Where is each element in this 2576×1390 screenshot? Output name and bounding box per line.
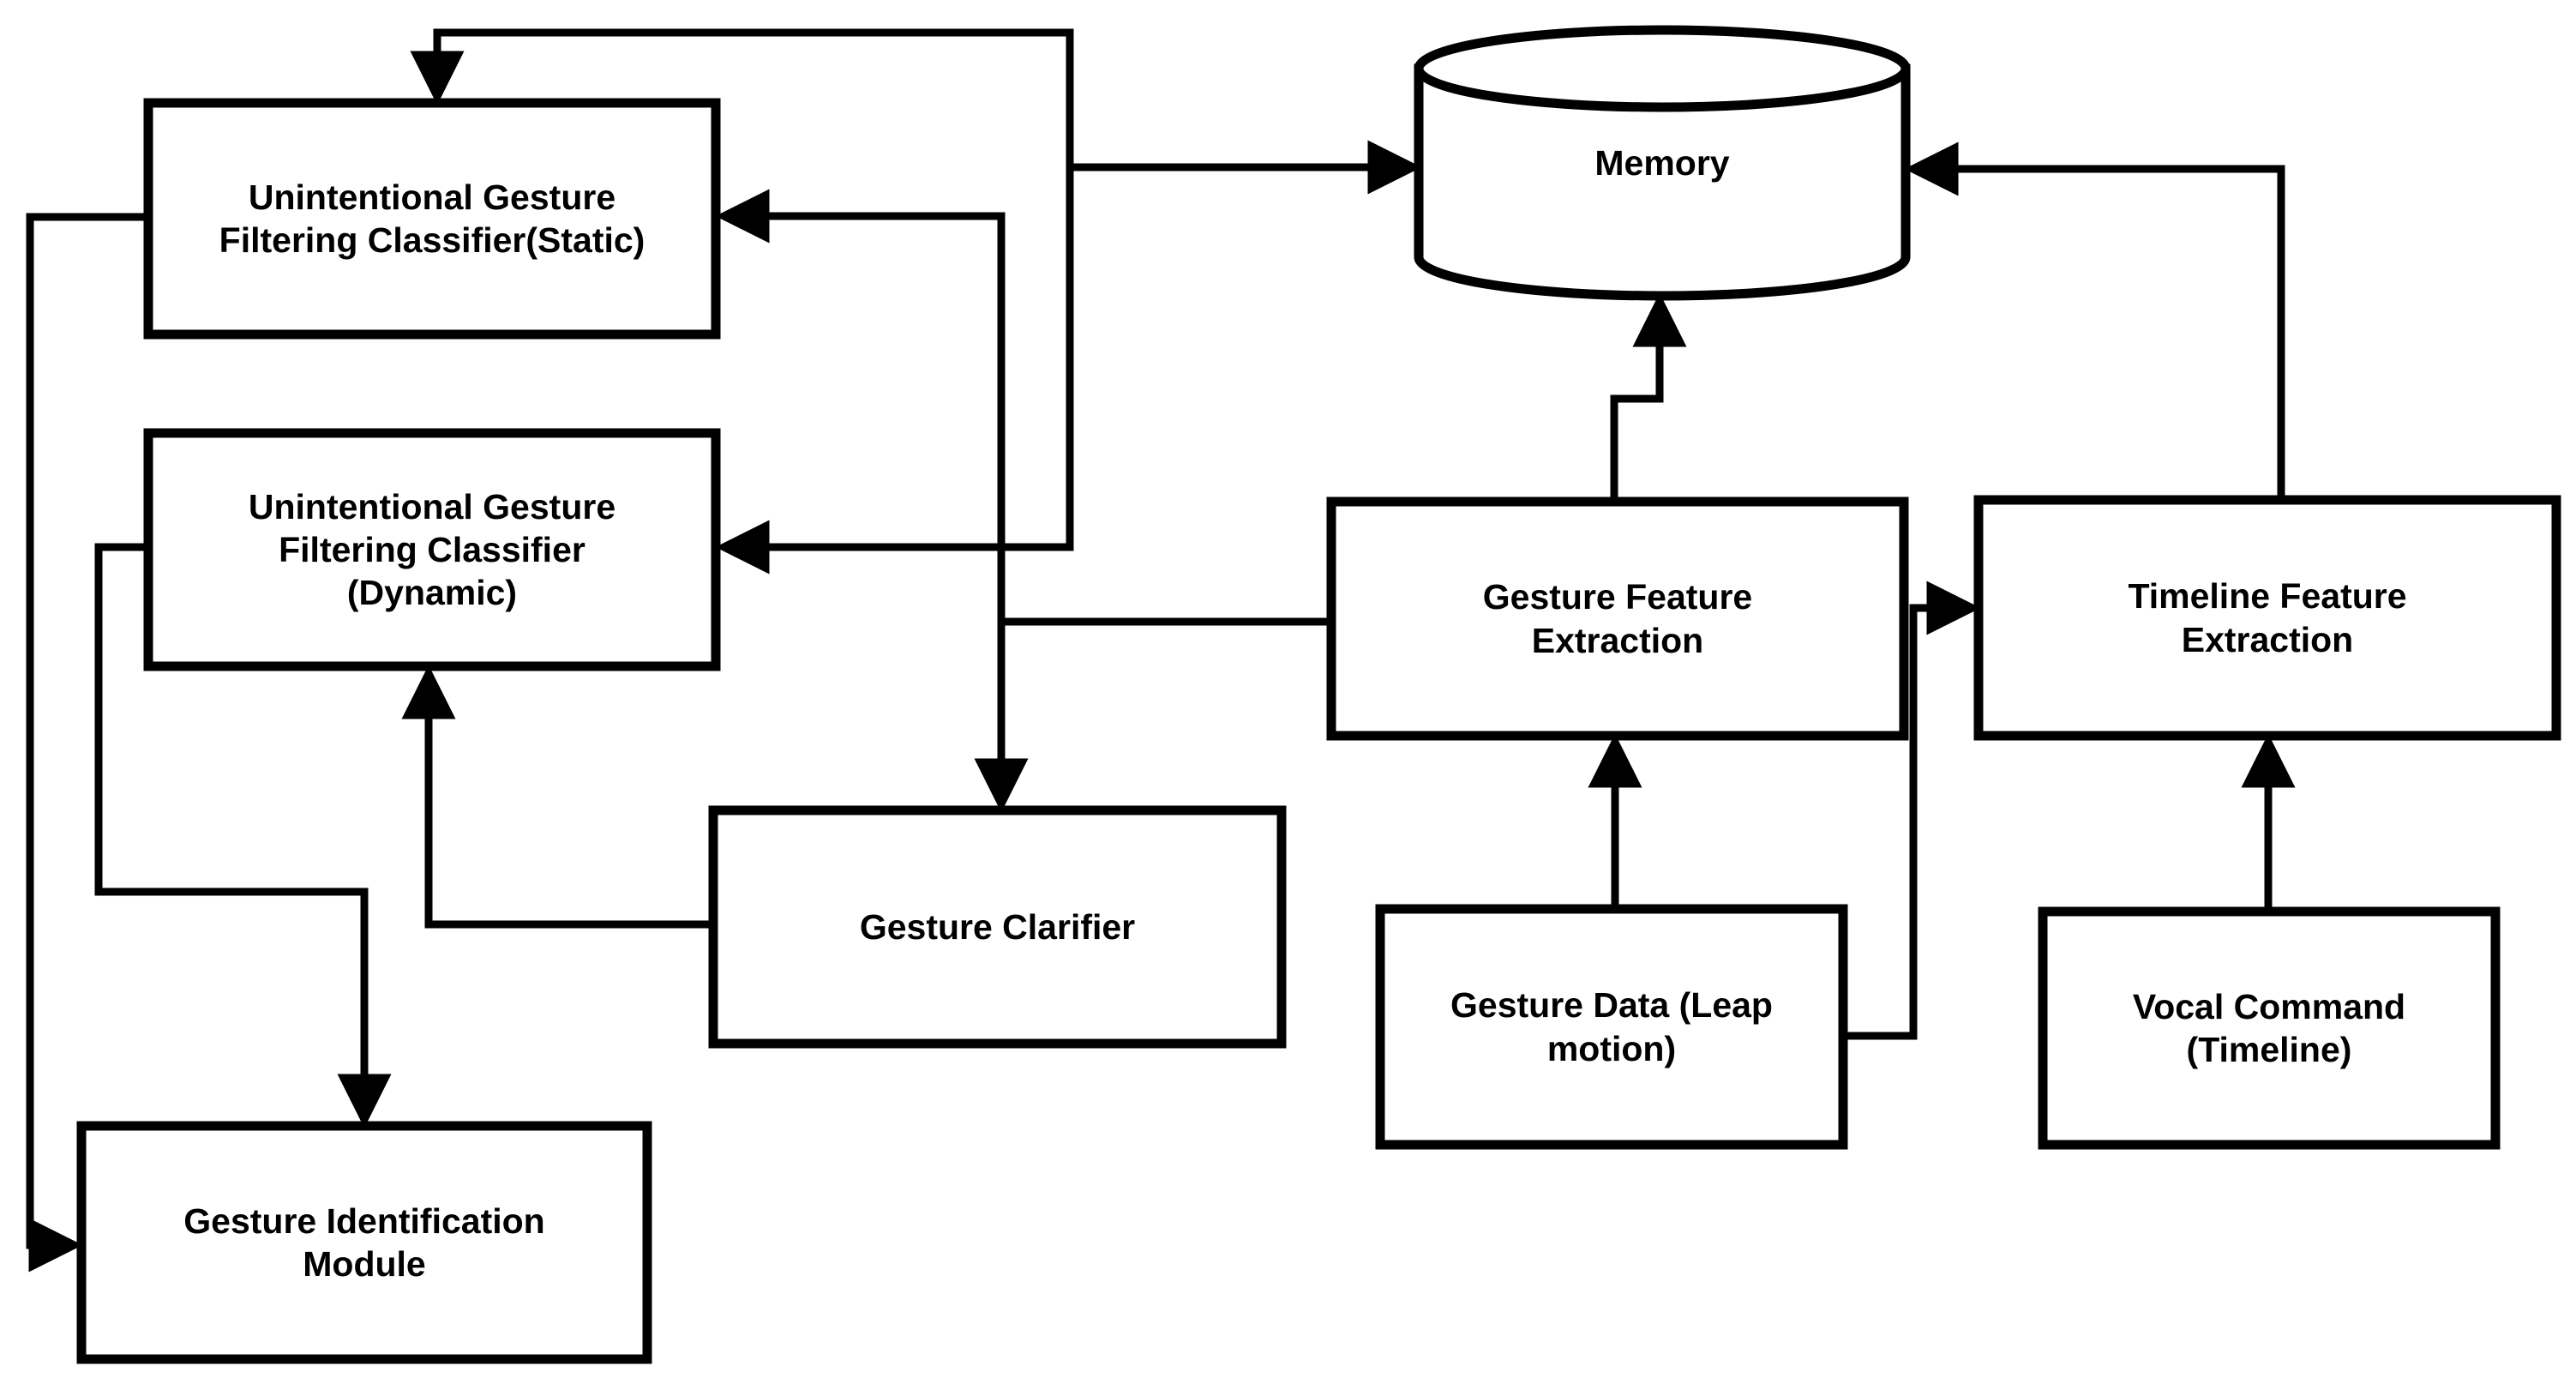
edge-dynamic-to-identification bbox=[94, 543, 392, 1128]
edge-gfe-to-memory bbox=[1610, 292, 1687, 497]
edge-static-to-identification bbox=[26, 213, 151, 1273]
edge-clarifier-to-dynamic bbox=[401, 665, 710, 929]
edge-gesture-data-to-timeline bbox=[1839, 581, 1981, 1040]
node-unintentional-dynamic[interactable] bbox=[143, 428, 721, 671]
node-vocal-command-timeline[interactable] bbox=[2038, 906, 2501, 1150]
node-gesture-feature-extraction[interactable] bbox=[1326, 496, 1909, 741]
edge-bus-to-static bbox=[410, 28, 1074, 532]
node-unintentional-static[interactable] bbox=[143, 98, 721, 340]
node-memory[interactable] bbox=[1414, 25, 1911, 301]
node-timeline-feature-extraction[interactable] bbox=[1973, 495, 2561, 741]
node-gesture-clarifier[interactable] bbox=[708, 805, 1287, 1049]
node-gesture-data-leap-motion[interactable] bbox=[1375, 904, 1848, 1150]
edge-bus-to-dynamic bbox=[715, 520, 1074, 575]
edge-trunk-to-static bbox=[715, 189, 1006, 622]
node-gesture-identification-module[interactable] bbox=[76, 1121, 652, 1364]
edge-timeline-to-memory bbox=[1904, 141, 2285, 496]
